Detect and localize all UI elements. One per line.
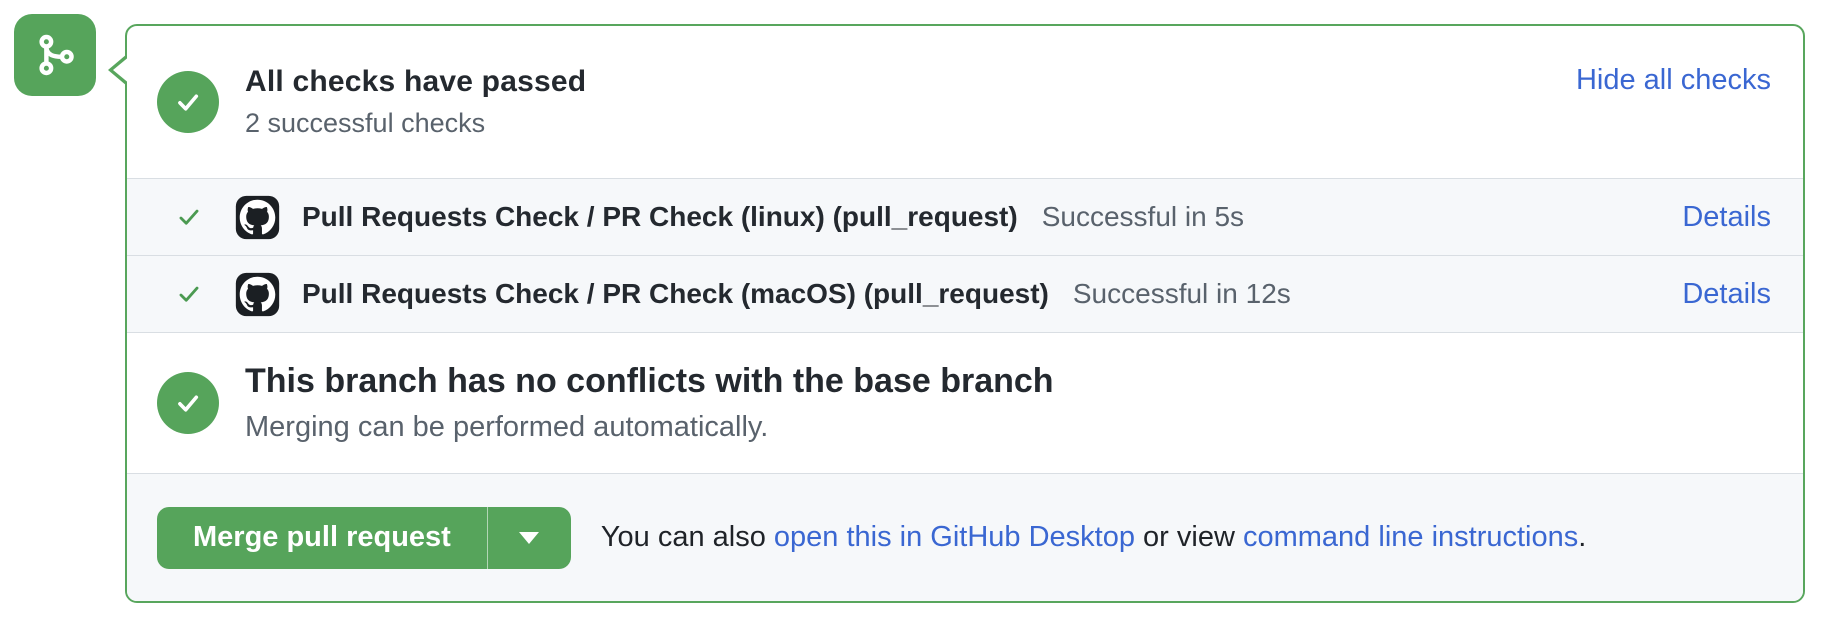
checks-title: All checks have passed	[245, 65, 587, 98]
check-name: Pull Requests Check / PR Check (linux) (…	[302, 201, 1018, 232]
merge-box: All checks have passed 2 successful chec…	[108, 24, 1805, 603]
box-caret-fill	[113, 56, 130, 84]
details-link-linux[interactable]: Details	[1682, 200, 1771, 233]
command-line-instructions-link[interactable]: command line instructions	[1242, 521, 1579, 553]
check-status: Successful in 5s	[1041, 201, 1245, 232]
github-logo-icon	[235, 195, 280, 240]
branch-status-title: This branch has no conflicts with the ba…	[245, 362, 1054, 400]
branch-status-subtitle: Merging can be performed automatically.	[245, 411, 769, 443]
check-row-linux: Pull Requests Check / PR Check (linux) (…	[127, 178, 1803, 255]
suffix-text: .	[1578, 521, 1587, 553]
github-desktop-link[interactable]: open this in GitHub Desktop	[773, 521, 1135, 553]
git-merge-icon	[14, 14, 96, 96]
middle-text: or view	[1135, 521, 1243, 553]
merge-pull-request-button[interactable]: Merge pull request	[157, 506, 487, 569]
check-name: Pull Requests Check / PR Check (macOS) (…	[302, 278, 1049, 309]
hide-all-checks-link[interactable]: Hide all checks	[1575, 64, 1771, 96]
git-merge-glyph	[39, 34, 74, 76]
merge-alternatives-text: You can also open this in GitHub Desktop…	[601, 521, 1586, 554]
check-icon	[175, 280, 203, 308]
check-row-macos: Pull Requests Check / PR Check (macOS) (…	[127, 255, 1803, 332]
github-logo-icon	[235, 272, 280, 317]
branch-status-section: This branch has no conflicts with the ba…	[127, 332, 1803, 473]
check-circle-icon	[157, 372, 219, 434]
check-glyph	[178, 395, 199, 412]
check-circle-icon	[157, 71, 219, 133]
details-link-macos[interactable]: Details	[1682, 277, 1771, 310]
also-prefix-text: You can also	[600, 521, 774, 553]
check-glyph	[178, 94, 199, 111]
merge-footer: Merge pull request You can also open thi…	[127, 473, 1803, 601]
merge-options-dropdown-button[interactable]	[486, 506, 571, 569]
checks-subtitle: 2 successful checks	[245, 108, 486, 138]
check-icon	[175, 203, 203, 231]
chevron-down-icon	[519, 531, 540, 544]
check-status: Successful in 12s	[1072, 278, 1291, 309]
checks-header: All checks have passed 2 successful chec…	[127, 26, 1803, 178]
merge-button-group: Merge pull request	[157, 506, 571, 569]
